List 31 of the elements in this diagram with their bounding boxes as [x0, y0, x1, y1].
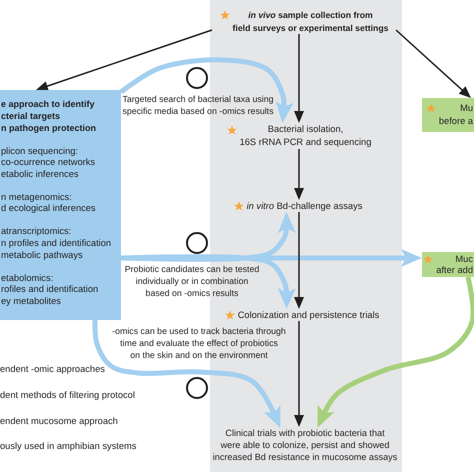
panel-text: atranscriptomics: n profiles and identification metabolic pathways: [1, 226, 112, 262]
info-panel: [0, 90, 121, 320]
arrow: [294, 149, 304, 200]
arrow: [294, 321, 304, 427]
edge-label: Targeted search of bacterial taxa using specific media based on -omics results: [121, 93, 275, 117]
result-box: [422, 252, 474, 277]
panel-text: plicon sequencing: co-ocurrence networks etabolic inferences: [1, 146, 96, 180]
result-box: [422, 98, 474, 132]
box-label: Mu before a: [438, 102, 473, 127]
step-label: Colonization and persistence trials: [238, 309, 380, 321]
step-label: in vitro Bd-challenge assays: [246, 200, 362, 212]
legend-text: endent mucosome approach: [0, 415, 118, 427]
panel-heading: e approach to identify cterial targets n pathogen protection: [1, 98, 97, 134]
arrow: [92, 320, 280, 428]
arrow: [396, 29, 471, 98]
arrow: [294, 212, 304, 309]
edge-label: -omics can be used to track bacteria through time and evaluate the effect of probiotics on the skin and on the environment: [111, 325, 287, 361]
edge-label: Probiotic candidates can be tested individually or in combination based on -omics results: [124, 263, 260, 299]
step-label: Clinical trials with probiotic bacteria that were able to colonize, persist and showed increased Bd resistance in mucosome assays: [212, 427, 398, 463]
legend-text: endent -omic approaches: [0, 363, 105, 375]
arrow: [294, 34, 304, 123]
step-label: in vivo sample collection from field surveys or experimental settings: [232, 9, 388, 34]
panel-text: n metagenomics: d ecological inferences: [1, 192, 97, 215]
box-label: Muc after add: [436, 254, 473, 276]
step-label: Bacterial isolation, 16S rRNA PCR and sequencing: [240, 123, 372, 149]
arrow: [119, 57, 294, 123]
panel-text: etabolomics: rofiles and identification ey metabolites: [1, 272, 100, 308]
arrow: [36, 29, 212, 91]
arrow: [317, 276, 474, 428]
legend-text: ously used in amphibian systems: [0, 440, 136, 452]
legend-text: dent methods of filtering protocol: [0, 389, 135, 401]
